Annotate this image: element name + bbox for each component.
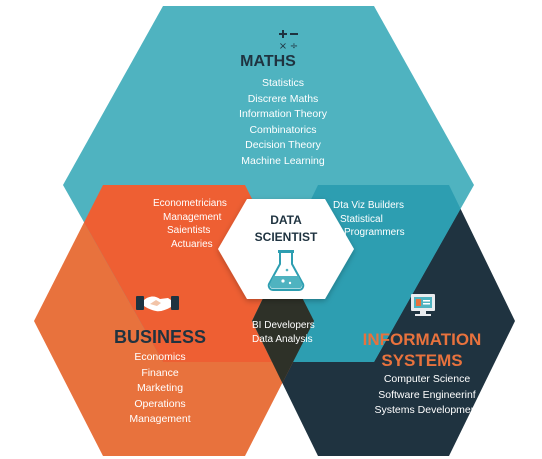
overlap-item: Statistical bbox=[340, 213, 383, 225]
business-skill-list: Economics Finance Marketing Operations M… bbox=[100, 350, 220, 428]
handshake-icon bbox=[136, 296, 179, 312]
svg-text:×: × bbox=[279, 41, 287, 52]
business-item: Marketing bbox=[136, 382, 184, 395]
maths-is-overlap-list: Dta Viz Builders Statistical Programmers bbox=[333, 199, 405, 240]
business-title: BUSINESS bbox=[113, 327, 207, 347]
information-systems-title-line2: SYSTEMS bbox=[381, 351, 463, 370]
information-systems-item: Computer Science bbox=[383, 373, 471, 385]
information-systems-skill-list: Computer Science Software Engineerinf Sy… bbox=[367, 372, 487, 419]
maths-skill-list: Statistics Discrere Maths Information Th… bbox=[218, 76, 348, 170]
computer-monitor-icon bbox=[411, 294, 435, 316]
center-title-line1: DATA bbox=[270, 213, 302, 227]
business-item: Operations bbox=[134, 397, 186, 410]
math-operators-icon: × ÷ bbox=[279, 30, 298, 52]
maths-item: Machine Learning bbox=[241, 154, 325, 167]
maths-item: Statistics bbox=[261, 77, 304, 89]
maths-business-overlap-list: Econometricians Management Saientists Ac… bbox=[153, 197, 227, 251]
center-title-line2: SCIENTIST bbox=[254, 230, 318, 244]
business-item: Economics bbox=[134, 351, 186, 363]
maths-item: Combinatorics bbox=[249, 123, 317, 136]
information-systems-item: Systems Development bbox=[374, 404, 480, 417]
business-item: Management bbox=[129, 413, 191, 426]
overlap-item: Dta Viz Builders bbox=[333, 200, 404, 211]
overlap-item: Econometricians bbox=[153, 198, 227, 209]
overlap-item: Saientists bbox=[167, 225, 211, 236]
center-hexagon bbox=[218, 199, 354, 299]
flask-icon bbox=[267, 250, 305, 291]
overlap-item: BI Developers bbox=[252, 320, 315, 331]
business-is-overlap-list: BI Developers Data Analysis bbox=[252, 319, 315, 346]
overlap-item: Programmers bbox=[344, 227, 405, 238]
maths-item: Information Theory bbox=[239, 108, 327, 121]
maths-item: Decision Theory bbox=[245, 139, 321, 152]
maths-item: Discrere Maths bbox=[247, 92, 319, 105]
information-systems-item: Software Engineerinf bbox=[378, 388, 476, 401]
overlap-item: Management bbox=[163, 211, 222, 223]
business-item: Finance bbox=[141, 366, 179, 379]
overlap-item: Actuaries bbox=[171, 238, 213, 250]
maths-title: MATHS bbox=[240, 53, 296, 70]
svg-text:÷: ÷ bbox=[290, 41, 298, 52]
overlap-item: Data Analysis bbox=[252, 333, 313, 345]
information-systems-title-line1: INFORMATION bbox=[362, 330, 482, 349]
